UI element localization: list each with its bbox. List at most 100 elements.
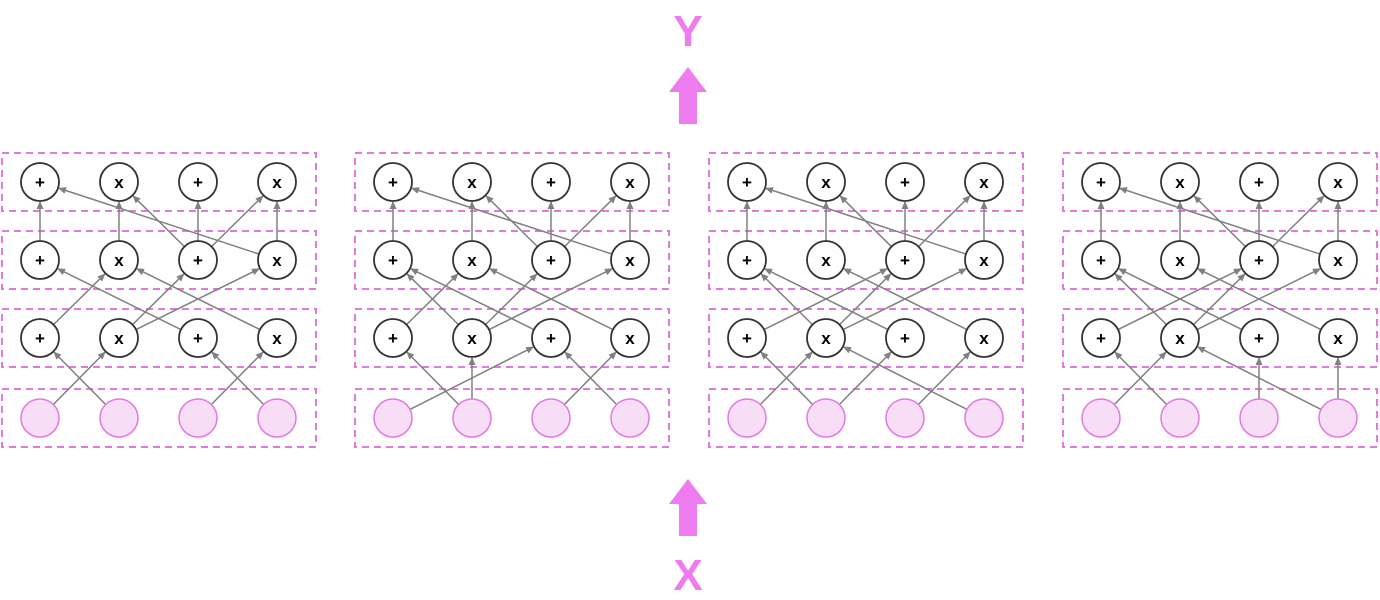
x-label: x	[625, 173, 635, 192]
x-label: x	[979, 329, 989, 348]
node-circle	[20, 318, 60, 358]
input-arrow	[669, 479, 707, 536]
node-circle	[610, 318, 650, 358]
x-label: x	[979, 173, 989, 192]
node-circle	[178, 162, 218, 202]
output-arrow	[669, 67, 707, 124]
add-node: +	[373, 162, 413, 202]
node-circle	[1081, 318, 1121, 358]
node-circle	[257, 162, 297, 202]
node-circle	[20, 162, 60, 202]
edge-arrow	[485, 195, 539, 248]
node-circle	[531, 240, 571, 280]
x-label: x	[272, 173, 282, 192]
input-node	[531, 398, 571, 438]
op-layer-box	[708, 308, 1024, 368]
node-circle	[1081, 162, 1121, 202]
edge-arrow	[1113, 351, 1167, 406]
plus-label: +	[1096, 329, 1106, 348]
plus-label: +	[546, 173, 556, 192]
add-node: +	[178, 162, 218, 202]
input-node	[20, 398, 60, 438]
plus-label: +	[1254, 173, 1264, 192]
add-node: +	[178, 240, 218, 280]
node-circle	[885, 318, 925, 358]
add-node: +	[1081, 318, 1121, 358]
multiply-node: x	[452, 162, 492, 202]
edge-arrow	[135, 268, 260, 331]
input-node	[257, 398, 297, 438]
input-node	[1318, 398, 1358, 438]
multiply-node: x	[1160, 240, 1200, 280]
multiply-node: x	[964, 240, 1004, 280]
input-layer-box	[354, 388, 670, 448]
plus-label: +	[546, 251, 556, 270]
x-label: x	[1175, 329, 1185, 348]
node-circle	[727, 318, 767, 358]
multiply-node: x	[806, 162, 846, 202]
multiply-node: x	[806, 240, 846, 280]
node-circle	[1318, 162, 1358, 202]
edge-arrow	[1117, 268, 1242, 331]
add-node: +	[1239, 240, 1279, 280]
multiply-node: x	[452, 318, 492, 358]
x-label: x	[272, 329, 282, 348]
input-node	[885, 398, 925, 438]
edge-arrow	[842, 346, 968, 411]
multiply-node: x	[610, 318, 650, 358]
edge-arrow	[563, 195, 617, 248]
op-layer-box	[354, 152, 670, 212]
op-layer-box	[1, 152, 317, 212]
node-circle	[1239, 240, 1279, 280]
node-circle	[885, 240, 925, 280]
multiply-node: x	[257, 162, 297, 202]
op-layer-box	[708, 152, 1024, 212]
plus-label: +	[1254, 251, 1264, 270]
input-node	[610, 398, 650, 438]
plus-label: +	[35, 329, 45, 348]
edge-arrow	[759, 351, 813, 406]
node-circle	[257, 318, 297, 358]
multiply-node: x	[610, 240, 650, 280]
node-circle	[452, 240, 492, 280]
edge-arrow	[1192, 273, 1246, 326]
blocks-group: +x+x+x+x+x+x+x+x+x+x+x+x+x+x+x+x+x+x+x+x…	[1, 152, 1378, 448]
plus-label: +	[193, 251, 203, 270]
node-circle	[1160, 162, 1200, 202]
x-label: x	[114, 251, 124, 270]
x-label: x	[1333, 329, 1343, 348]
x-label: x	[1333, 173, 1343, 192]
plus-label: +	[193, 173, 203, 192]
x-label: x	[625, 329, 635, 348]
x-label: x	[1175, 251, 1185, 270]
node-circle	[452, 318, 492, 358]
node-circle	[727, 162, 767, 202]
x-label: x	[467, 329, 477, 348]
edge-arrow	[484, 273, 538, 326]
multiply-node: x	[99, 162, 139, 202]
input-node	[1160, 398, 1200, 438]
multiply-node: x	[1160, 162, 1200, 202]
edge-arrow	[760, 273, 814, 326]
add-node: +	[178, 318, 218, 358]
input-node	[452, 398, 492, 438]
block-3: +x+x+x+x+x+x	[708, 152, 1024, 448]
add-node: +	[727, 162, 767, 202]
edge-arrow	[57, 268, 182, 331]
edge-arrow	[563, 351, 617, 406]
op-layer-box	[354, 308, 670, 368]
node-circle	[531, 162, 571, 202]
edge-arrow	[842, 268, 967, 331]
plus-label: +	[388, 251, 398, 270]
edge-arrow	[52, 273, 106, 326]
x-label: x	[114, 329, 124, 348]
plus-label: +	[900, 173, 910, 192]
add-node: +	[727, 318, 767, 358]
x-label: x	[821, 251, 831, 270]
x-label: x	[979, 251, 989, 270]
x-label: x	[467, 251, 477, 270]
input-node	[373, 398, 413, 438]
input-node	[806, 398, 846, 438]
node-circle	[964, 240, 1004, 280]
